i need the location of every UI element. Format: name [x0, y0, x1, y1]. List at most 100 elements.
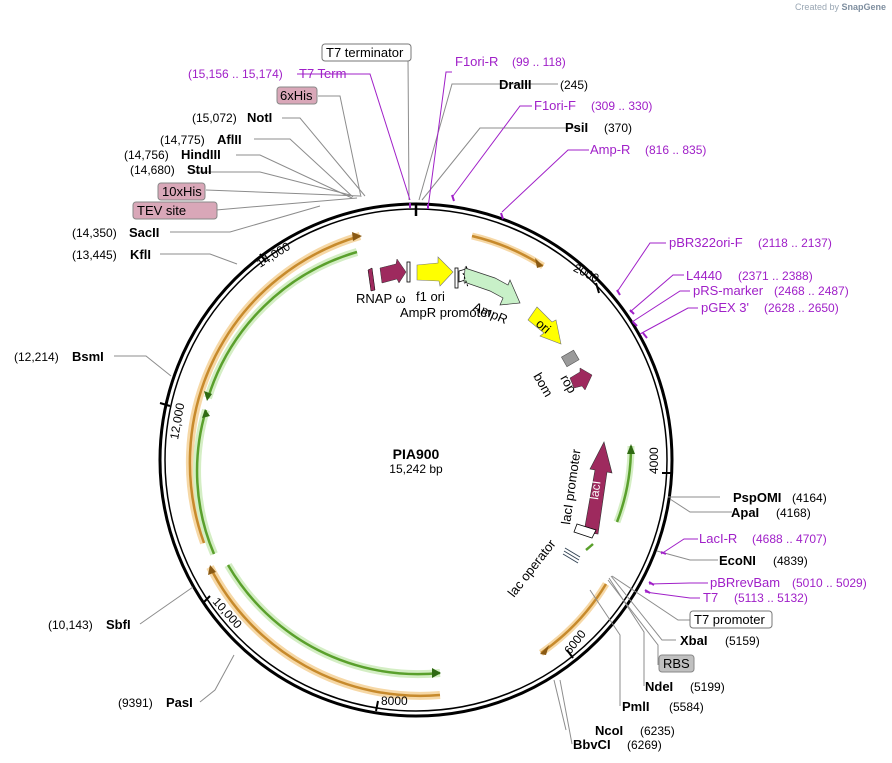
primer-amp-r-name: Amp-R	[590, 142, 630, 157]
primer-labels: F1ori-R (99 .. 118) F1ori-F (309 .. 330)…	[188, 54, 867, 605]
primer-amp-r-pos: (816 .. 835)	[645, 143, 706, 157]
laci-promoter-label: lacI promoter	[558, 448, 584, 526]
lac-operator-label: lac operator	[505, 536, 559, 600]
his6-box	[276, 86, 318, 105]
snapgene-watermark: Created by SnapGene	[795, 2, 886, 12]
bom-label: bom	[530, 370, 556, 399]
enzyme-bsmi-name: BsmI	[72, 349, 104, 364]
enzyme-xbai-name: XbaI	[680, 633, 707, 648]
enzyme-labels: DraIII (245) PsiI (370) PspOMI (4164) Ap…	[14, 77, 827, 752]
enzyme-dralll-name: DraIII	[499, 77, 532, 92]
laci-promoter-arrow	[573, 523, 597, 539]
primer-t7-term-pos: (15,156 .. 15,174)	[188, 67, 283, 81]
enzyme-pasi-name: PasI	[166, 695, 193, 710]
enzyme-kfli-pos: (13,445)	[72, 248, 117, 262]
enzyme-noti-pos: (15,072)	[192, 111, 237, 125]
primer-t7-pos: (5113 .. 5132)	[734, 591, 808, 605]
primer-prs-marker-pos: (2468 .. 2487)	[774, 284, 849, 298]
enzyme-apai-name: ApaI	[731, 505, 759, 520]
primer-pbr322ori-f-name: pBR322ori-F	[669, 235, 743, 250]
enzyme-econi-pos: (4839)	[773, 554, 808, 568]
enzyme-psii-name: PsiI	[565, 120, 588, 135]
t7-terminator-label: T7 terminator	[326, 45, 404, 60]
small-feature-1	[406, 261, 411, 283]
enzyme-pasi-pos: (9391)	[118, 696, 153, 710]
enzyme-stui-pos: (14,680)	[130, 163, 175, 177]
plasmid-name: PIA900	[393, 446, 440, 462]
laci-label: lacI	[587, 480, 603, 500]
primer-laci-r-pos: (4688 .. 4707)	[752, 532, 827, 546]
enzyme-bsmi-pos: (12,214)	[14, 350, 59, 364]
enzyme-pmli-name: PmlI	[622, 699, 649, 714]
tev-site-box	[132, 201, 218, 220]
enzyme-bbvci-pos: (6269)	[627, 738, 662, 752]
enzyme-hindiii-name: HindIII	[181, 147, 221, 162]
enzyme-hindiii-pos: (14,756)	[124, 148, 169, 162]
primer-pbr322ori-f-pos: (2118 .. 2137)	[758, 236, 832, 250]
enzyme-aflii-name: AflII	[217, 132, 242, 147]
primer-f1ori-f-name: F1ori-F	[534, 98, 576, 113]
tev-site-label: TEV site	[137, 203, 186, 218]
tick-label-14000: 14,000	[254, 239, 293, 270]
enzyme-leaders	[114, 83, 732, 745]
enzyme-aflii-pos: (14,775)	[160, 133, 205, 147]
enzyme-xbai-pos: (5159)	[725, 634, 760, 648]
enzyme-ncoi-name: NcoI	[595, 723, 623, 738]
primer-t7-term-name: T7 Term	[299, 66, 346, 81]
enzyme-sacii-name: SacII	[129, 225, 159, 240]
plasmid-size: 15,242 bp	[389, 462, 443, 476]
features	[367, 256, 613, 564]
primer-pbrrevbam-name: pBRrevBam	[710, 575, 780, 590]
enzyme-pspomi-name: PspOMI	[733, 490, 781, 505]
primer-f1ori-r-name: F1ori-R	[455, 54, 498, 69]
orf-arc-green-right-2	[585, 543, 594, 551]
enzyme-stui-name: StuI	[187, 162, 212, 177]
bom-box	[561, 349, 580, 368]
enzyme-sbfi-name: SbfI	[106, 617, 131, 632]
lac-operator-mark	[562, 547, 581, 564]
ampr-arrow	[463, 267, 521, 306]
rop-arrow	[569, 367, 593, 391]
boxed-labels: T7 terminator 6xHis 10xHis TEV site T7 p…	[132, 43, 773, 673]
primer-leaders	[297, 71, 708, 599]
primer-f1ori-f-pos: (309 .. 330)	[591, 99, 652, 113]
primer-pbrrevbam-pos: (5010 .. 5029)	[792, 576, 867, 590]
enzyme-sacii-pos: (14,350)	[72, 226, 117, 240]
primer-prs-marker-name: pRS-marker	[693, 283, 764, 298]
primer-l4440-pos: (2371 .. 2388)	[738, 269, 813, 283]
his10-box	[157, 182, 206, 201]
ori-arrow	[527, 306, 562, 345]
watermark-brand: SnapGene	[841, 2, 886, 12]
enzyme-noti-name: NotI	[247, 110, 272, 125]
primer-laci-r-name: LacI-R	[699, 531, 737, 546]
enzyme-ndei-name: NdeI	[645, 679, 673, 694]
enzyme-econi-name: EcoNI	[719, 553, 756, 568]
watermark-prefix: Created by	[794, 2, 839, 12]
tick-marks	[159, 204, 672, 712]
ampr-promoter-label: AmpR promoter	[400, 305, 492, 320]
his10-label: 10xHis	[162, 184, 202, 199]
enzyme-ncoi-pos: (6235)	[640, 724, 675, 738]
enzyme-bbvci-name: BbvCI	[573, 737, 611, 752]
laci-arrow	[583, 441, 613, 535]
primer-f1ori-r-pos: (99 .. 118)	[512, 55, 566, 69]
enzyme-dralll-pos: (245)	[560, 78, 588, 92]
rbs-label: RBS	[663, 656, 690, 671]
primer-t7-name: T7	[703, 590, 718, 605]
enzyme-pmli-pos: (5584)	[669, 700, 704, 714]
tick-label-2000: 2000	[571, 261, 601, 286]
enzyme-psii-pos: (370)	[604, 121, 632, 135]
enzyme-kfli-name: KflI	[130, 247, 151, 262]
tick-label-12000: 12,000	[167, 402, 187, 441]
rnap-omega-arrow	[379, 258, 407, 284]
enzyme-pspomi-pos: (4164)	[792, 491, 827, 505]
enzyme-sbfi-pos: (10,143)	[48, 618, 93, 632]
primer-marks	[409, 194, 667, 594]
primer-pgex3-pos: (2628 .. 2650)	[764, 301, 839, 315]
rnap-label: RNAP ω	[356, 291, 406, 306]
t7-promoter-box	[689, 610, 773, 629]
orf-arcs	[185, 232, 635, 700]
rbs-box	[658, 654, 695, 673]
f1-ori-arrow	[416, 256, 454, 287]
